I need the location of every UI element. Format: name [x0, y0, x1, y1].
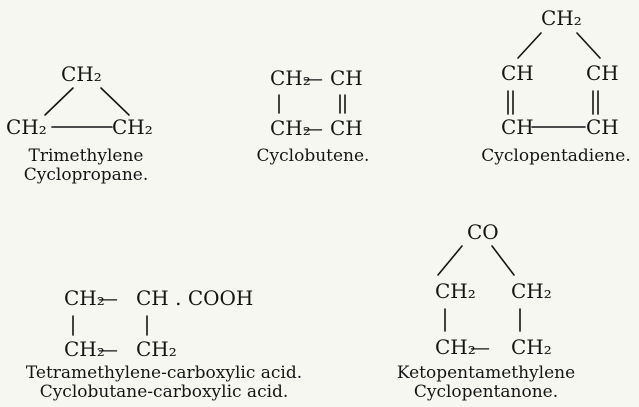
atom-ch-upper-right: CH [586, 61, 619, 85]
cyclopentanone-caption: Ketopentamethylene Cyclopentanone. [396, 363, 576, 403]
atom-ch2-bottom-right: CH₂ [136, 337, 177, 361]
bond-dash-top: — [303, 66, 323, 90]
caption-line-trimethylene: Trimethylene [28, 146, 144, 166]
atom-ch2-upper-right: CH₂ [511, 279, 552, 303]
atom-ch2-upper-left: CH₂ [435, 279, 476, 303]
atom-ch-top-right: CH [330, 66, 363, 90]
atom-ch2-top-left: CH₂ [64, 286, 105, 310]
atom-ch2-left: CH₂ [6, 115, 47, 139]
atom-ch2-bottom-left: CH₂ [64, 337, 105, 361]
atom-ch-upper-left: CH [501, 61, 534, 85]
atom-ch-lower-right: CH [586, 115, 619, 139]
atom-ch-bottom-right: CH [330, 116, 363, 140]
bond-dash-bottom: — [98, 337, 118, 361]
atom-ch2-top-left: CH₂ [270, 66, 311, 90]
caption-line-cyclobutane-carboxylic: Cyclobutane-carboxylic acid. [39, 382, 289, 403]
atom-co-apex: CO [467, 220, 499, 244]
caption-line-ketopentamethylene: Ketopentamethylene [396, 363, 576, 383]
cyclopentadiene-caption: Cyclopentadiene. [476, 146, 636, 166]
bond-dash-bottom: — [303, 116, 323, 140]
atom-ch2-apex: CH₂ [541, 6, 582, 30]
cyclobutene-caption: Cyclobutene. [243, 146, 383, 166]
caption-line-cyclopentadiene: Cyclopentadiene. [481, 146, 631, 166]
atom-ch-cooh: CH . COOH [136, 286, 254, 310]
atom-ch2-lower-right: CH₂ [511, 335, 552, 359]
atom-ch2-bottom-left: CH₂ [270, 116, 311, 140]
atom-ch2-top: CH₂ [61, 62, 102, 86]
caption-line-tetramethylene-carboxylic: Tetramethylene-carboxylic acid. [25, 363, 303, 383]
bond-dash-top: — [98, 286, 118, 310]
atom-ch-lower-left: CH [501, 115, 534, 139]
bond-dash-lower: — [470, 335, 490, 359]
cyclobutane-carboxylic-caption: Tetramethylene-carboxylic acid. Cyclobut… [4, 363, 324, 403]
atom-ch2-lower-left: CH₂ [435, 335, 476, 359]
atom-ch2-right: CH₂ [112, 115, 153, 139]
caption-line-cyclopropane: Cyclopropane. [23, 165, 149, 186]
caption-line-cyclopentanone: Cyclopentanone. [413, 382, 559, 403]
caption-line-cyclobutene: Cyclobutene. [256, 146, 370, 166]
cyclopropane-caption: Trimethylene Cyclopropane. [11, 146, 161, 186]
